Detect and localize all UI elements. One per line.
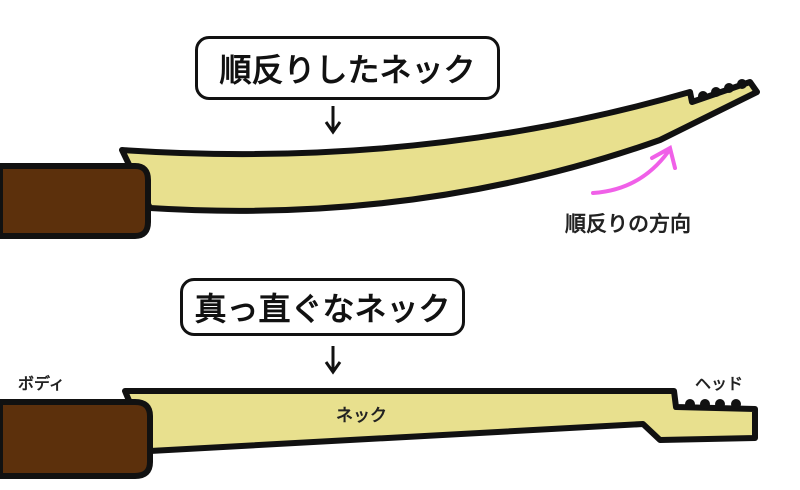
bowed-neck — [119, 79, 760, 214]
head-label: ヘッド — [695, 374, 744, 393]
down-arrow-top — [324, 106, 342, 135]
bow-direction-arrow — [591, 144, 677, 195]
straight-neck — [122, 388, 758, 454]
neck-label: ネック — [336, 406, 387, 426]
bow-direction-label: 順反りの方向 — [565, 212, 691, 236]
straight-neck-illustration — [0, 346, 758, 479]
tuning-pegs-top — [698, 79, 747, 101]
bowed-neck-title: 順反りしたネック — [195, 36, 500, 100]
tuning-pegs-bottom — [685, 399, 741, 409]
down-arrow-bottom — [324, 346, 342, 375]
body-label: ボディ — [18, 374, 65, 393]
guitar-body-top — [0, 163, 151, 239]
bowed-neck-illustration — [0, 79, 760, 239]
straight-neck-title: 真っ直ぐなネック — [180, 278, 465, 336]
guitar-body-bottom — [0, 399, 153, 479]
